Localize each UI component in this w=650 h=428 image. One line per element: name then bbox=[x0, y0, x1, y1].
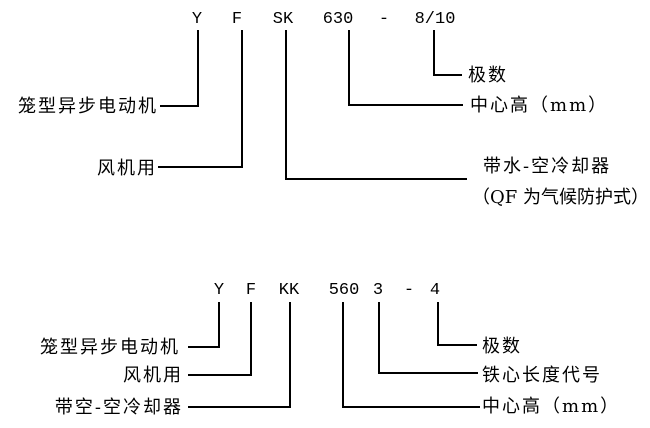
bottom-model-code-poles: 4 bbox=[429, 281, 441, 300]
top-connector-hline-fan bbox=[158, 166, 243, 168]
bottom-connector-vline-core bbox=[378, 302, 380, 374]
top-connector-hline-cooling bbox=[285, 178, 467, 180]
top-model-code-poles: 8/10 bbox=[414, 10, 456, 29]
bottom-model-code-cooling: KK bbox=[278, 281, 300, 300]
top-label-series: 笼型异步电动机 bbox=[18, 96, 158, 117]
top-label-cooling-note: （QF 为气候防护式） bbox=[472, 187, 649, 208]
top-connector-vline-series bbox=[197, 30, 199, 107]
bottom-connector-hline-poles bbox=[437, 344, 477, 346]
top-connector-hline-frame bbox=[348, 104, 463, 106]
bottom-connector-hline-frame bbox=[342, 406, 480, 408]
bottom-connector-vline-cooling bbox=[289, 302, 291, 408]
bottom-model-code-core: 3 bbox=[372, 281, 384, 300]
bottom-model-code-frame: 560 bbox=[328, 281, 360, 300]
bottom-model-code-series: Y bbox=[213, 281, 225, 300]
top-connector-hline-series bbox=[160, 105, 199, 107]
bottom-label-frame: 中心高（mm） bbox=[482, 396, 621, 417]
bottom-label-core: 铁心长度代号 bbox=[482, 365, 602, 386]
bottom-connector-hline-cooling bbox=[188, 406, 291, 408]
top-label-cooling: 带水-空冷却器 bbox=[483, 156, 612, 177]
top-label-frame: 中心高（mm） bbox=[470, 95, 609, 116]
bottom-label-poles: 极数 bbox=[482, 336, 522, 357]
bottom-label-fan: 风机用 bbox=[123, 365, 183, 386]
top-connector-vline-poles bbox=[433, 30, 435, 76]
top-model-code-frame: 630 bbox=[322, 10, 354, 29]
bottom-model-code-fan: F bbox=[245, 281, 257, 300]
bottom-connector-hline-series bbox=[188, 346, 220, 348]
bottom-connector-vline-frame bbox=[342, 302, 344, 408]
bottom-connector-vline-poles bbox=[437, 302, 439, 346]
top-model-code-dash: - bbox=[378, 10, 390, 29]
top-model-code-series: Y bbox=[191, 10, 203, 29]
top-connector-vline-cooling bbox=[285, 30, 287, 180]
bottom-label-cooling: 带空-空冷却器 bbox=[54, 397, 183, 418]
top-connector-hline-poles bbox=[433, 74, 462, 76]
top-label-fan: 风机用 bbox=[97, 158, 157, 179]
top-label-poles: 极数 bbox=[468, 65, 508, 86]
top-model-code-fan: F bbox=[231, 10, 243, 29]
bottom-label-series: 笼型异步电动机 bbox=[40, 337, 180, 358]
top-model-code-cooling: SK bbox=[272, 10, 294, 29]
bottom-model-code-dash: - bbox=[403, 281, 415, 300]
bottom-connector-vline-fan bbox=[250, 302, 252, 376]
bottom-connector-vline-series bbox=[218, 302, 220, 348]
bottom-connector-hline-core bbox=[378, 372, 478, 374]
top-connector-vline-frame bbox=[348, 30, 350, 106]
bottom-connector-hline-fan bbox=[188, 374, 252, 376]
top-connector-vline-fan bbox=[241, 30, 243, 168]
